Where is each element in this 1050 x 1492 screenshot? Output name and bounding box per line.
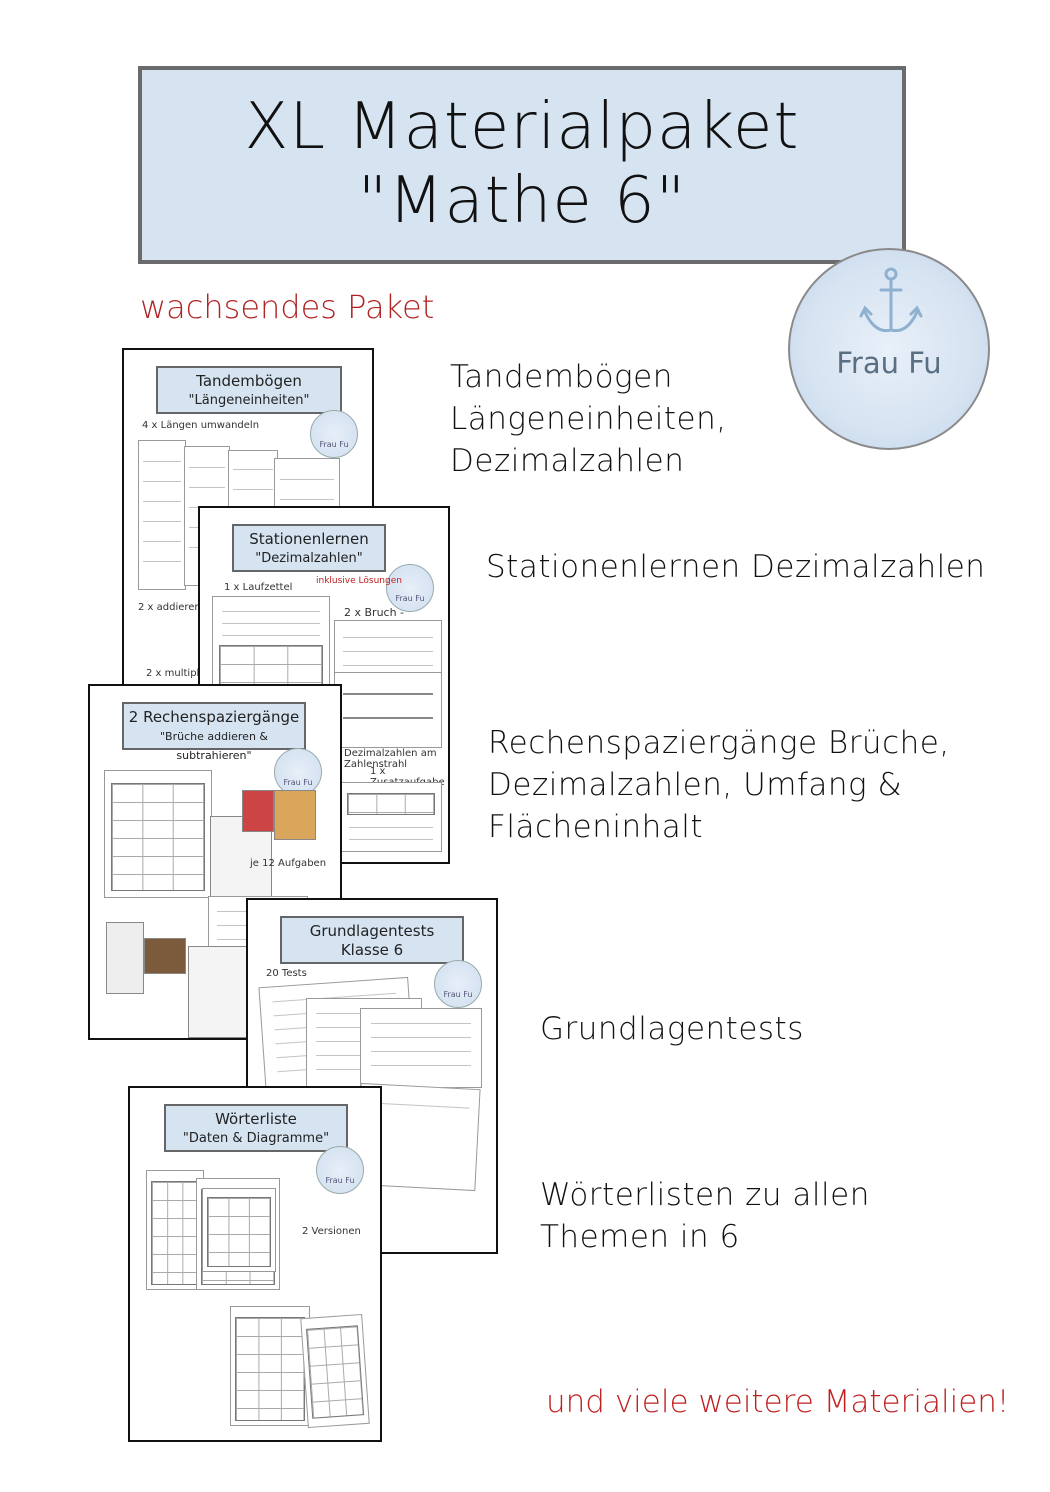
card-spazier-note-1: je 12 Aufgaben: [250, 858, 327, 869]
preview-sheet: [146, 1170, 204, 1290]
brand-name: Frau Fu: [836, 346, 942, 380]
card-spazier-title: 2 Rechenspaziergänge "Brüche addieren & …: [122, 702, 306, 762]
card-station-title: Stationenlernen "Dezimalzahlen": [232, 524, 386, 572]
illustration-compass: [106, 922, 144, 994]
mini-badge: Frau Fu: [274, 748, 322, 796]
card-woerter-title: Wörterliste "Daten & Diagramme": [164, 1104, 348, 1152]
subtitle: wachsendes Paket: [140, 288, 435, 326]
preview-sheet: [212, 596, 330, 688]
card-tandem-note-2: 2 x addieren/sub: [138, 602, 223, 613]
preview-sheet: [230, 1306, 310, 1426]
mini-badge: Frau Fu: [316, 1146, 364, 1194]
description-woerter: Wörterlisten zu allen Themen in 6: [540, 1177, 870, 1255]
mini-badge: Frau Fu: [310, 410, 358, 458]
card-tandem-title: Tandembögen "Längeneinheiten": [156, 366, 342, 414]
card-woerter-note-1: 2 Versionen: [302, 1226, 361, 1237]
illustration-book: [274, 790, 316, 840]
title-line-1: XL Materialpaket: [244, 90, 800, 164]
card-tandem-note-3: 2 x multipliz: [146, 668, 208, 679]
preview-sheet: [138, 440, 186, 590]
brand-badge: Frau Fu: [788, 248, 990, 450]
card-grund-title: Grundlagentests Klasse 6: [280, 916, 464, 964]
title-line-2: "Mathe 6": [357, 164, 687, 238]
card-tandem-note-1: 4 x Längen umwandeln: [142, 420, 260, 431]
illustration-alarm: [242, 790, 274, 832]
description-tandem: Tandembögen Längeneinheiten, Dezimalzahl…: [450, 359, 727, 479]
description-station: Stationenlernen Dezimalzahlen: [486, 549, 986, 585]
card-station-note-3: Dezimalzahlen am Zahlenstrahl: [344, 748, 437, 770]
mini-badge: Frau Fu: [386, 564, 434, 612]
preview-sheet: [334, 672, 442, 748]
preview-sheet: [104, 770, 212, 898]
description-grund: Grundlagentests: [540, 1011, 804, 1047]
anchor-icon: [859, 267, 923, 333]
illustration-books: [144, 938, 186, 974]
card-station-note-red: inklusive Lösungen: [316, 576, 402, 586]
mini-badge: Frau Fu: [434, 960, 482, 1008]
description-spazier: Rechenspaziergänge Brüche, Dezimalzahlen…: [488, 725, 950, 845]
preview-sheet: [360, 1008, 482, 1088]
preview-sheet: [202, 1188, 276, 1272]
card-grund-note-1: 20 Tests: [266, 968, 307, 979]
card-station-note-1: 1 x Laufzettel: [224, 582, 293, 593]
preview-sheet: [300, 1313, 370, 1429]
card-woerter: Wörterliste "Daten & Diagramme" Frau Fu …: [128, 1086, 382, 1442]
title-banner: XL Materialpaket "Mathe 6": [138, 66, 906, 264]
footer-note: und viele weitere Materialien!: [546, 1384, 1010, 1420]
preview-sheet: [340, 782, 442, 852]
